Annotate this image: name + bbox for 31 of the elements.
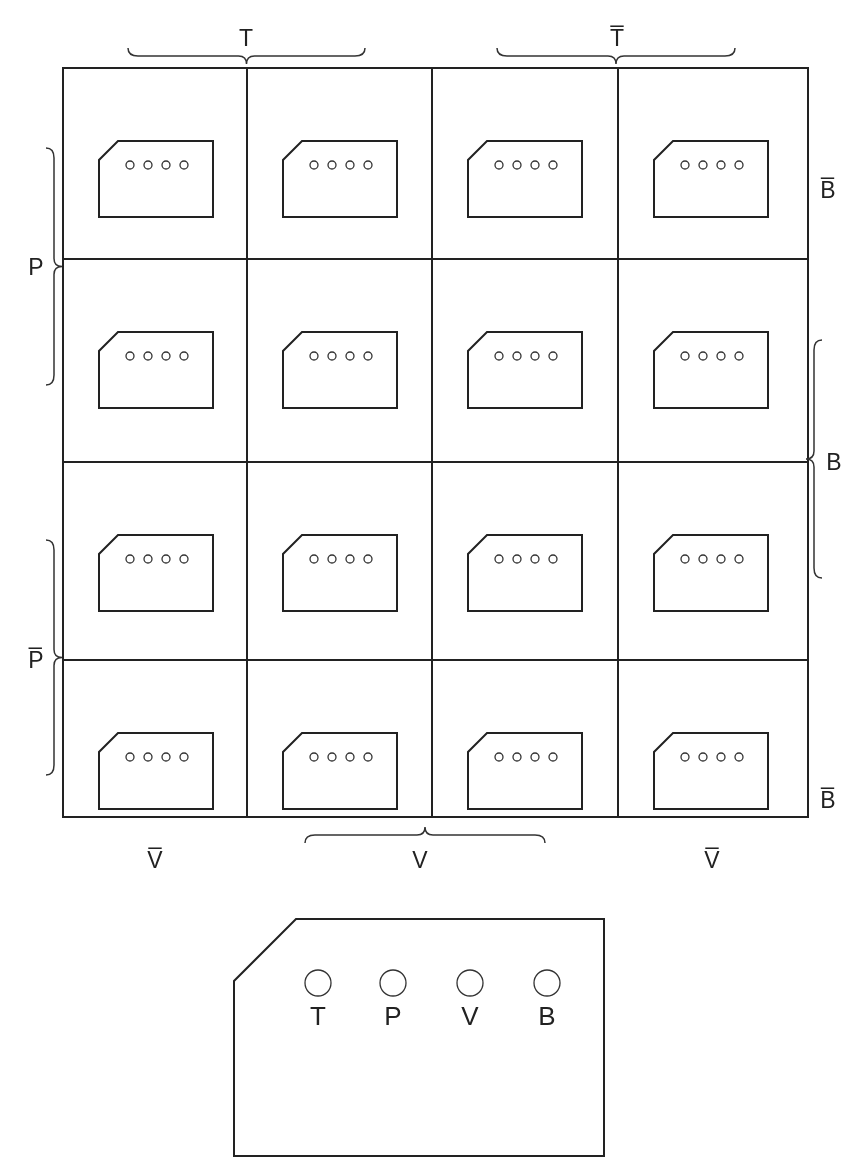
hole-label: P bbox=[384, 1003, 402, 1029]
index-card bbox=[98, 732, 214, 810]
variable-label: V bbox=[412, 848, 428, 872]
index-card bbox=[467, 732, 583, 810]
index-card bbox=[282, 534, 398, 612]
hole-label: V bbox=[461, 1003, 479, 1029]
index-card bbox=[653, 534, 769, 612]
index-card bbox=[98, 140, 214, 218]
variable-label: P̅ bbox=[28, 648, 44, 672]
index-card bbox=[653, 732, 769, 810]
index-card bbox=[467, 331, 583, 409]
hole-label: T bbox=[310, 1003, 326, 1029]
variable-label: P bbox=[28, 255, 44, 279]
index-card bbox=[653, 331, 769, 409]
variable-label: T bbox=[238, 26, 254, 50]
index-card bbox=[467, 140, 583, 218]
variable-label: B̅ bbox=[820, 788, 836, 812]
index-card bbox=[282, 140, 398, 218]
variable-label: V̅ bbox=[147, 848, 163, 872]
index-card bbox=[282, 331, 398, 409]
variable-label: B bbox=[826, 450, 842, 474]
index-card bbox=[98, 331, 214, 409]
index-card bbox=[653, 140, 769, 218]
index-card bbox=[98, 534, 214, 612]
index-card bbox=[282, 732, 398, 810]
hole-label: B bbox=[538, 1003, 556, 1029]
variable-label: B̅ bbox=[820, 178, 836, 202]
index-card bbox=[233, 918, 605, 1157]
variable-label: V̅ bbox=[704, 848, 720, 872]
index-card bbox=[467, 534, 583, 612]
variable-label: T̅ bbox=[609, 26, 625, 50]
